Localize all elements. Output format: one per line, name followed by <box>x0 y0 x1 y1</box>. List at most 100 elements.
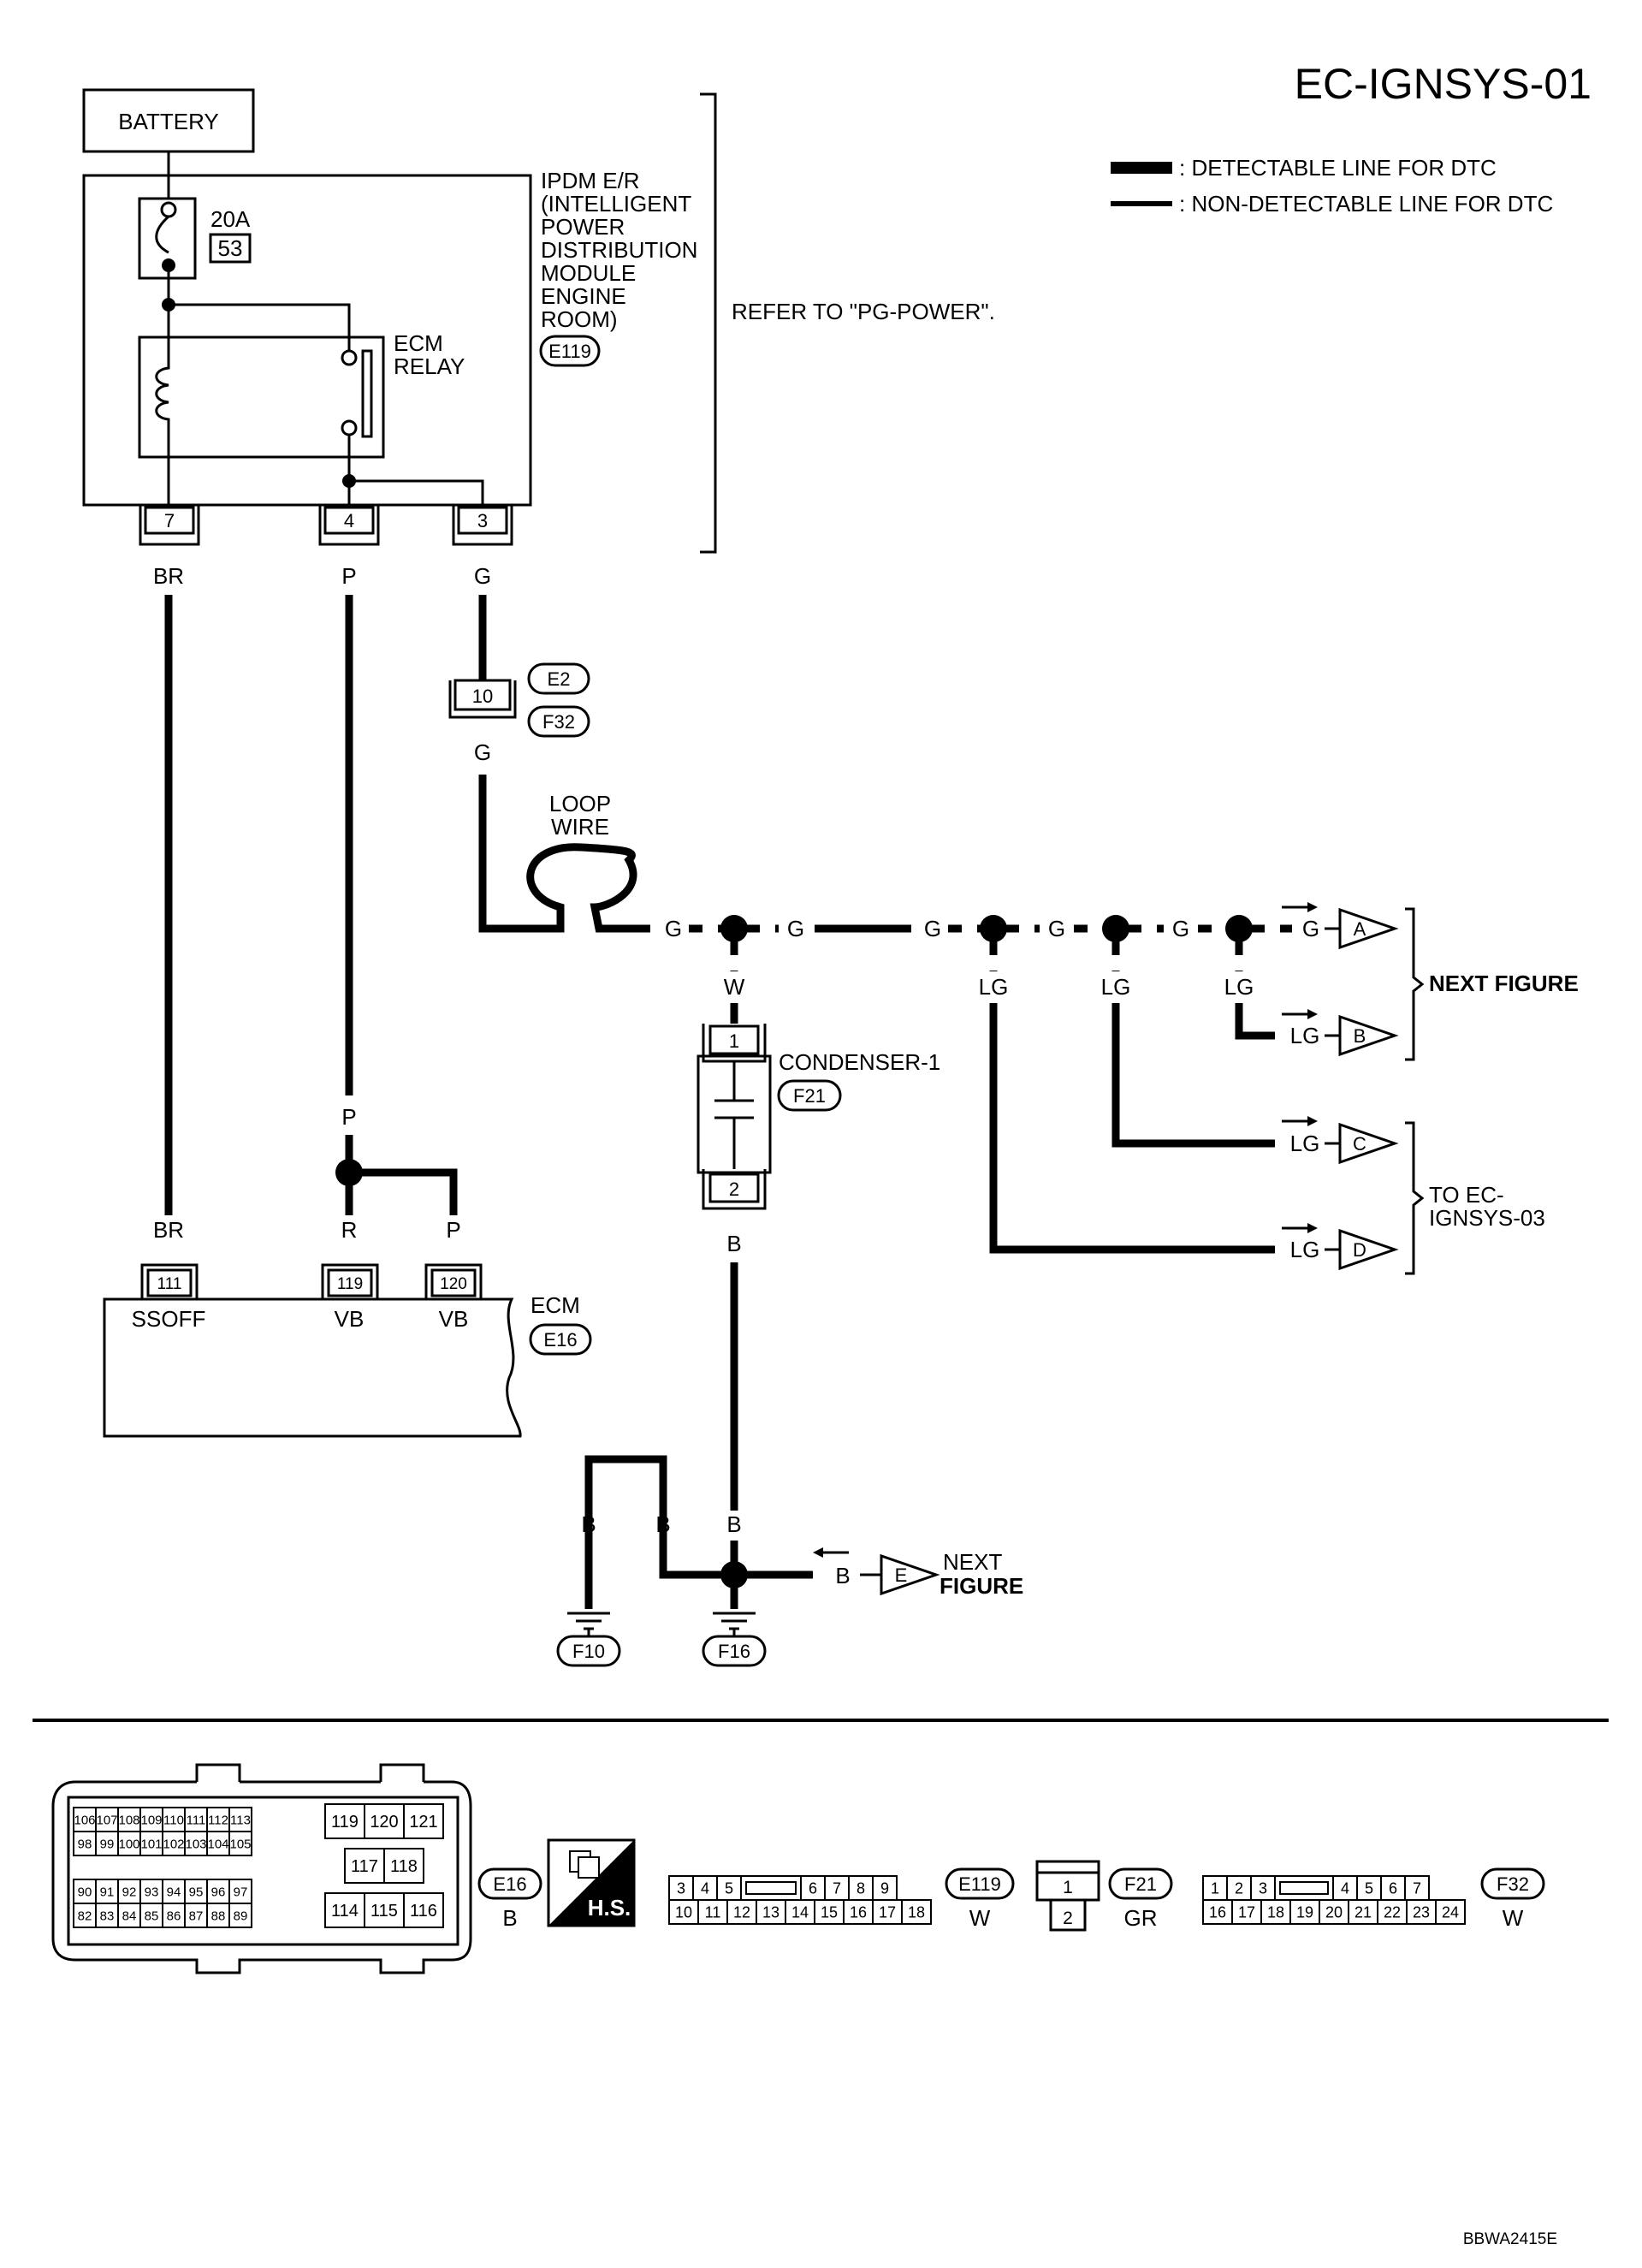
pin-number: 7 <box>1413 1879 1421 1897</box>
svg-text:119: 119 <box>337 1275 363 1293</box>
condenser-label: CONDENSER-1 <box>779 1049 940 1075</box>
pin-number: 106 <box>74 1813 95 1827</box>
fuse-amp-label: 20A <box>210 206 251 232</box>
svg-text:DISTRIBUTION: DISTRIBUTION <box>541 237 697 263</box>
wire-color-r-ecm: R <box>341 1217 358 1243</box>
next-figure-label: NEXT FIGURE <box>1429 971 1579 996</box>
svg-text:F32: F32 <box>1497 1873 1529 1895</box>
svg-text:F16: F16 <box>718 1641 750 1662</box>
ecm-label: ECM <box>531 1292 580 1318</box>
pin-number: 114 <box>331 1902 359 1921</box>
refer-bracket <box>700 92 717 554</box>
pin-number: 86 <box>167 1909 181 1923</box>
to-ignsys03-bracket <box>1405 1121 1425 1275</box>
svg-text:E119: E119 <box>958 1873 1001 1895</box>
pin-number: 19 <box>1296 1903 1313 1921</box>
relay-coil-icon <box>155 337 170 457</box>
output-arrow-c: C <box>1338 1122 1399 1165</box>
wire-color-g-h4: G <box>1048 916 1065 941</box>
f32-pin-cell <box>1404 1875 1430 1901</box>
e16-pin-cell <box>117 1903 141 1928</box>
pin-number: 109 <box>140 1813 162 1827</box>
pin-number: 21 <box>1355 1903 1372 1921</box>
pin-number: 118 <box>390 1857 418 1876</box>
e16-pin-cell <box>228 1807 252 1832</box>
wire-color-lg-3: LG <box>1224 974 1254 1000</box>
relay-switch-icon <box>341 349 373 438</box>
ipdm-box <box>82 174 532 507</box>
pin-number: 17 <box>1238 1903 1255 1921</box>
svg-text:4: 4 <box>344 510 354 531</box>
ipdm-label: IPDM E/R (INTELLIGENT POWER DISTRIBUTION… <box>541 168 697 332</box>
legend-thick-label: : DETECTABLE LINE FOR DTC <box>1179 155 1497 181</box>
pin-number: 87 <box>189 1909 204 1923</box>
legend: : DETECTABLE LINE FOR DTC : NON-DETECTAB… <box>1111 155 1553 217</box>
pin-number: 14 <box>791 1903 809 1921</box>
wire-color-p-mid: P <box>341 1104 356 1130</box>
svg-text:111: 111 <box>157 1275 182 1293</box>
ipdm-pin-3: 3 <box>452 505 513 546</box>
e119-pin-cell <box>872 1875 898 1901</box>
wire-color-g-top: G <box>474 563 491 589</box>
svg-text:E16: E16 <box>543 1329 577 1351</box>
e16-pin-cell <box>344 1848 385 1884</box>
wire-lg-b <box>1235 1003 1275 1040</box>
e16-pin-cell <box>184 1879 208 1904</box>
ecm-pin-name-vb-2: VB <box>439 1306 469 1332</box>
wire-color-br-ecm: BR <box>153 1217 184 1243</box>
e16-view-badge: E16 B <box>477 1867 542 1931</box>
pin-number: 9 <box>880 1879 889 1897</box>
wire-lg-c <box>1111 1003 1275 1148</box>
svg-text:F21: F21 <box>793 1085 826 1107</box>
pin-number: 8 <box>857 1879 865 1897</box>
pin-number: 90 <box>78 1885 92 1899</box>
f32-pin-cell <box>1202 1899 1233 1925</box>
ecm-pin-120: 120 <box>424 1263 483 1299</box>
svg-text:H.S.: H.S. <box>588 1895 631 1921</box>
harness-side-icon: H.S. <box>547 1838 636 1927</box>
pin-number: 11 <box>705 1903 721 1921</box>
splice-4 <box>1225 915 1253 942</box>
pin-number: 5 <box>1365 1879 1373 1897</box>
pin-number: 94 <box>167 1885 181 1899</box>
pin-number: 3 <box>1259 1879 1267 1897</box>
svg-text:C: C <box>1353 1133 1366 1155</box>
wire-color-lg-1: LG <box>979 974 1009 1000</box>
pin-number: 107 <box>96 1813 117 1827</box>
pin-number: 2 <box>1235 1879 1243 1897</box>
pin-number: 16 <box>850 1903 867 1921</box>
svg-text:ROOM): ROOM) <box>541 306 618 332</box>
pin-number: 20 <box>1325 1903 1343 1921</box>
pin-number: 92 <box>122 1885 137 1899</box>
pin-number: 110 <box>163 1813 184 1827</box>
wire-color-b-e: B <box>835 1563 850 1588</box>
e16-pin-cell <box>383 1848 424 1884</box>
pin-number: 115 <box>370 1902 398 1921</box>
splice-1 <box>720 915 748 942</box>
condenser-1: 1 2 <box>697 1024 772 1210</box>
e16-pin-cell <box>162 1903 186 1928</box>
splice-2 <box>980 915 1007 942</box>
connector-key <box>1279 1881 1329 1895</box>
joint-connector-10: 10 <box>448 679 517 719</box>
pin-number: 119 <box>331 1813 359 1832</box>
ecm-pin-111: 111 <box>140 1263 199 1299</box>
f32-pin-cell <box>1231 1899 1262 1925</box>
svg-text:E: E <box>895 1564 908 1586</box>
pin-number: 88 <box>211 1909 226 1923</box>
ecm-pin-name-vb-1: VB <box>335 1306 365 1332</box>
next-figure-e-label-2: FIGURE <box>940 1573 1023 1599</box>
fuse-number-box <box>209 233 252 264</box>
pin-number: 83 <box>100 1909 115 1923</box>
pin-number: 6 <box>1389 1879 1397 1897</box>
pin-number: 120 <box>370 1813 398 1832</box>
svg-text:D: D <box>1353 1239 1366 1261</box>
joint-connector-e2-badge: E2 <box>527 662 590 695</box>
e16-pin-cell <box>139 1807 163 1832</box>
e16-pin-cell <box>324 1803 365 1839</box>
e16-pin-cell <box>95 1879 119 1904</box>
svg-text:(INTELLIGENT: (INTELLIGENT <box>541 191 691 217</box>
next-figure-e-label-1: NEXT <box>943 1549 1002 1575</box>
e16-pin-cell <box>228 1831 252 1856</box>
pin-number: 24 <box>1442 1903 1459 1921</box>
